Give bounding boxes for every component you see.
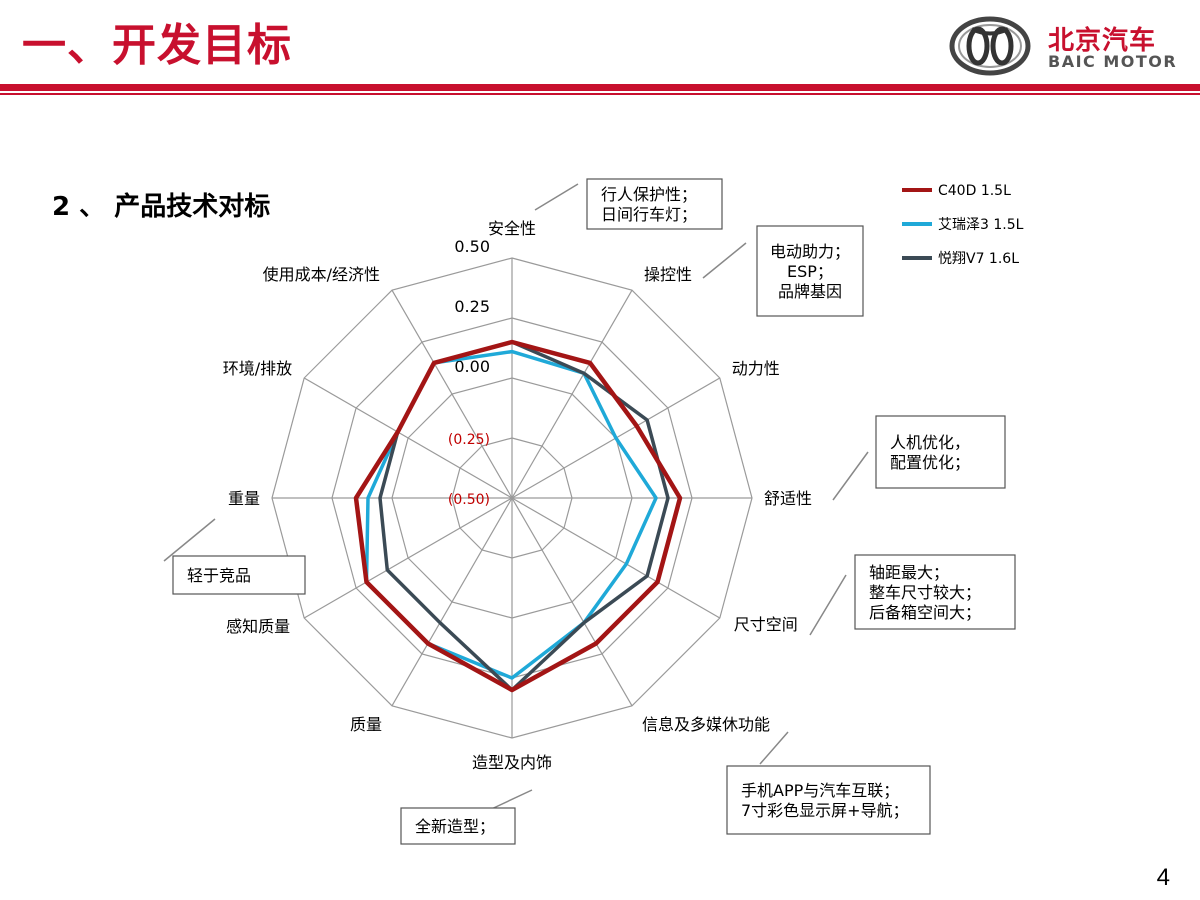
grid-spoke — [391, 497, 513, 707]
callout-text: 全新造型； — [415, 817, 495, 836]
callout-leader — [534, 183, 579, 211]
grid-spoke — [303, 497, 513, 619]
callout-text: 人机优化， — [890, 433, 970, 452]
callout-box — [172, 555, 306, 595]
series-line — [353, 339, 683, 693]
callout-leader — [163, 518, 216, 562]
category-label: 重量 — [228, 489, 260, 508]
callout-text: 7寸彩色显示屏+导航； — [741, 801, 909, 820]
category-label: 尺寸空间 — [734, 615, 798, 634]
callout-leader — [759, 731, 789, 765]
slide-title: 一、开发目标 — [22, 20, 292, 71]
grid-spoke — [303, 377, 513, 499]
callout-box — [756, 225, 864, 317]
grid-spoke — [511, 497, 721, 619]
callout: 手机APP与汽车互联；7寸彩色显示屏+导航； — [726, 731, 931, 835]
callout: 轴距最大；整车尺寸较大；后备箱空间大； — [809, 554, 1016, 636]
axis-tick-label: 0.00 — [454, 357, 490, 376]
logo-text-en: BAIC MOTOR — [1048, 52, 1178, 71]
callout-text: 轴距最大； — [869, 563, 949, 582]
legend-label: 艾瑞泽3 1.5L — [938, 217, 1024, 233]
callout-box — [586, 178, 723, 230]
callout-text: 品牌基因 — [778, 282, 842, 301]
callout-text: 电动助力； — [770, 242, 850, 261]
grid-spoke — [511, 289, 633, 499]
callout-box — [726, 765, 931, 835]
category-label: 操控性 — [644, 265, 692, 284]
axis-tick-label: 0.50 — [454, 237, 490, 256]
title-rule — [0, 84, 1200, 91]
page-number: 4 — [1156, 864, 1170, 891]
grid-spoke — [391, 289, 513, 499]
callout-leader — [809, 574, 847, 636]
callout-text: 整车尺寸较大； — [869, 583, 981, 602]
radar-grid — [271, 257, 753, 739]
logo-text-cn: 北京汽车 — [1048, 26, 1157, 56]
callout-text: 后备箱空间大； — [869, 603, 981, 622]
legend-label: 悦翔V7 1.6L — [938, 251, 1019, 267]
category-label: 舒适性 — [764, 489, 812, 508]
axis-tick-label: 0.25 — [454, 297, 490, 316]
category-label: 信息及多媒休功能 — [642, 715, 770, 734]
callout-text: 行人保护性； — [601, 185, 697, 204]
category-label: 造型及内饰 — [472, 753, 552, 772]
grid-spoke — [511, 497, 633, 707]
category-label: 动力性 — [732, 359, 780, 378]
title-rule-thin — [0, 93, 1200, 95]
callout-box — [400, 807, 516, 845]
callout-box — [875, 415, 1006, 489]
callout-text: ESP； — [787, 262, 833, 281]
callout: 电动助力；ESP；品牌基因 — [702, 225, 864, 317]
callout: 全新造型； — [400, 789, 533, 845]
callout-text: 手机APP与汽车互联； — [741, 781, 899, 800]
section-title: 2 、 产品技术对标 — [52, 192, 271, 222]
category-label: 环境/排放 — [223, 359, 292, 378]
callout: 人机优化，配置优化； — [832, 415, 1006, 501]
category-label: 使用成本/经济性 — [263, 265, 380, 284]
callout-leader — [702, 242, 747, 279]
callout-text: 日间行车灯； — [601, 205, 697, 224]
callout: 轻于竞品 — [163, 518, 306, 595]
category-label: 安全性 — [488, 219, 536, 238]
callout: 行人保护性；日间行车灯； — [534, 178, 723, 230]
axis-tick-label: (0.50) — [448, 492, 490, 508]
axis-tick-label: (0.25) — [448, 432, 490, 448]
callout-leader — [832, 451, 869, 501]
callout-text: 配置优化； — [890, 453, 970, 472]
category-label: 质量 — [350, 715, 382, 734]
callout-box — [854, 554, 1016, 630]
legend-label: C40D 1.5L — [938, 183, 1011, 199]
baic-emblem-icon — [949, 16, 1031, 76]
callout-text: 轻于竞品 — [187, 566, 251, 585]
category-label: 感知质量 — [226, 617, 290, 636]
brand-logo: 北京汽车 BAIC MOTOR — [948, 14, 1188, 78]
